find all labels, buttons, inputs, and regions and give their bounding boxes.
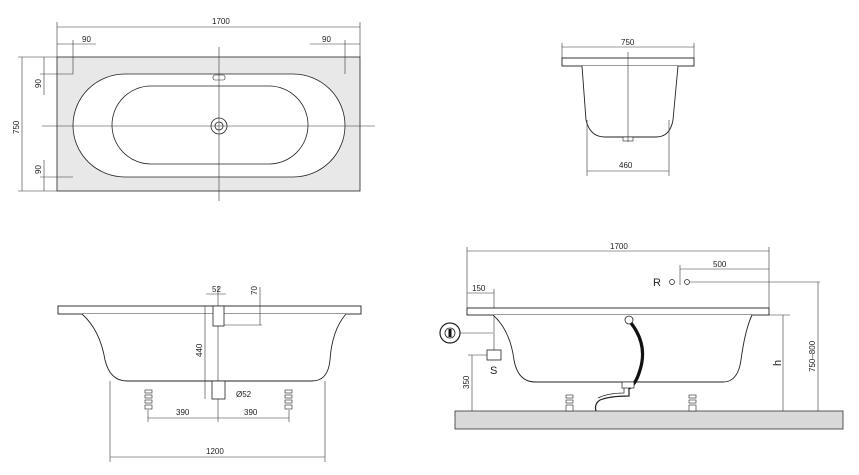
waste-trap — [594, 388, 630, 412]
siphon-icon-mark — [448, 329, 452, 337]
tap-label: R — [653, 277, 661, 289]
side-view-rim — [57, 305, 362, 315]
label-base-length: 1200 — [206, 447, 224, 456]
tap-point-1 — [669, 279, 675, 285]
waste-outlet — [621, 381, 635, 389]
install-label-siphon: 350 — [462, 375, 471, 389]
waste-pipe — [211, 380, 226, 400]
waste-trap-outer — [597, 388, 625, 399]
install-label-waste: 150 — [472, 284, 486, 293]
label-rim-to-overflow: 70 — [250, 286, 259, 295]
dim-label-top-margin: 90 — [34, 79, 43, 88]
label-left-foot: 390 — [176, 408, 190, 417]
top-view-basin-floor — [111, 85, 309, 165]
install-label-tap: 500 — [713, 260, 727, 269]
install-label-length: 1700 — [610, 242, 628, 251]
overflow-fitting — [624, 315, 634, 325]
install-foot-left — [565, 394, 574, 412]
end-view: 750 460 — [561, 38, 695, 176]
overflow-pipe — [212, 305, 225, 327]
tap-point-2 — [684, 279, 690, 285]
label-right-foot: 390 — [244, 408, 258, 417]
install-label-h: h — [772, 360, 784, 366]
install-rim — [466, 307, 770, 316]
dim-label-length: 1700 — [212, 17, 230, 26]
label-waste-diameter: Ø52 — [236, 390, 252, 399]
siphon-block — [486, 349, 502, 361]
install-foot-right — [688, 394, 697, 412]
dim-label-left-margin: 90 — [82, 35, 91, 44]
install-label-total-height: 750–800 — [808, 340, 817, 372]
dim-label-bottom-margin: 90 — [34, 165, 43, 174]
end-view-label-bottom: 460 — [619, 161, 633, 170]
install-body — [492, 314, 753, 383]
siphon-label: S — [490, 365, 497, 377]
side-foot-left — [144, 389, 153, 410]
dim-label-width: 750 — [12, 120, 21, 134]
dim-label-right-margin: 90 — [322, 35, 331, 44]
floor-slab — [454, 410, 844, 430]
side-view: 52 70 440 Ø52 390 390 1200 — [57, 285, 362, 462]
label-overflow-height: 440 — [195, 343, 204, 357]
end-view-label-top: 750 — [621, 38, 635, 47]
end-view-body — [581, 65, 679, 138]
label-overflow-offset: 52 — [212, 285, 221, 294]
install-view: 1700 500 R 150 S 350 — [439, 242, 844, 430]
top-view: 1700 90 90 750 90 90 — [12, 17, 375, 201]
side-foot-right — [284, 389, 293, 410]
